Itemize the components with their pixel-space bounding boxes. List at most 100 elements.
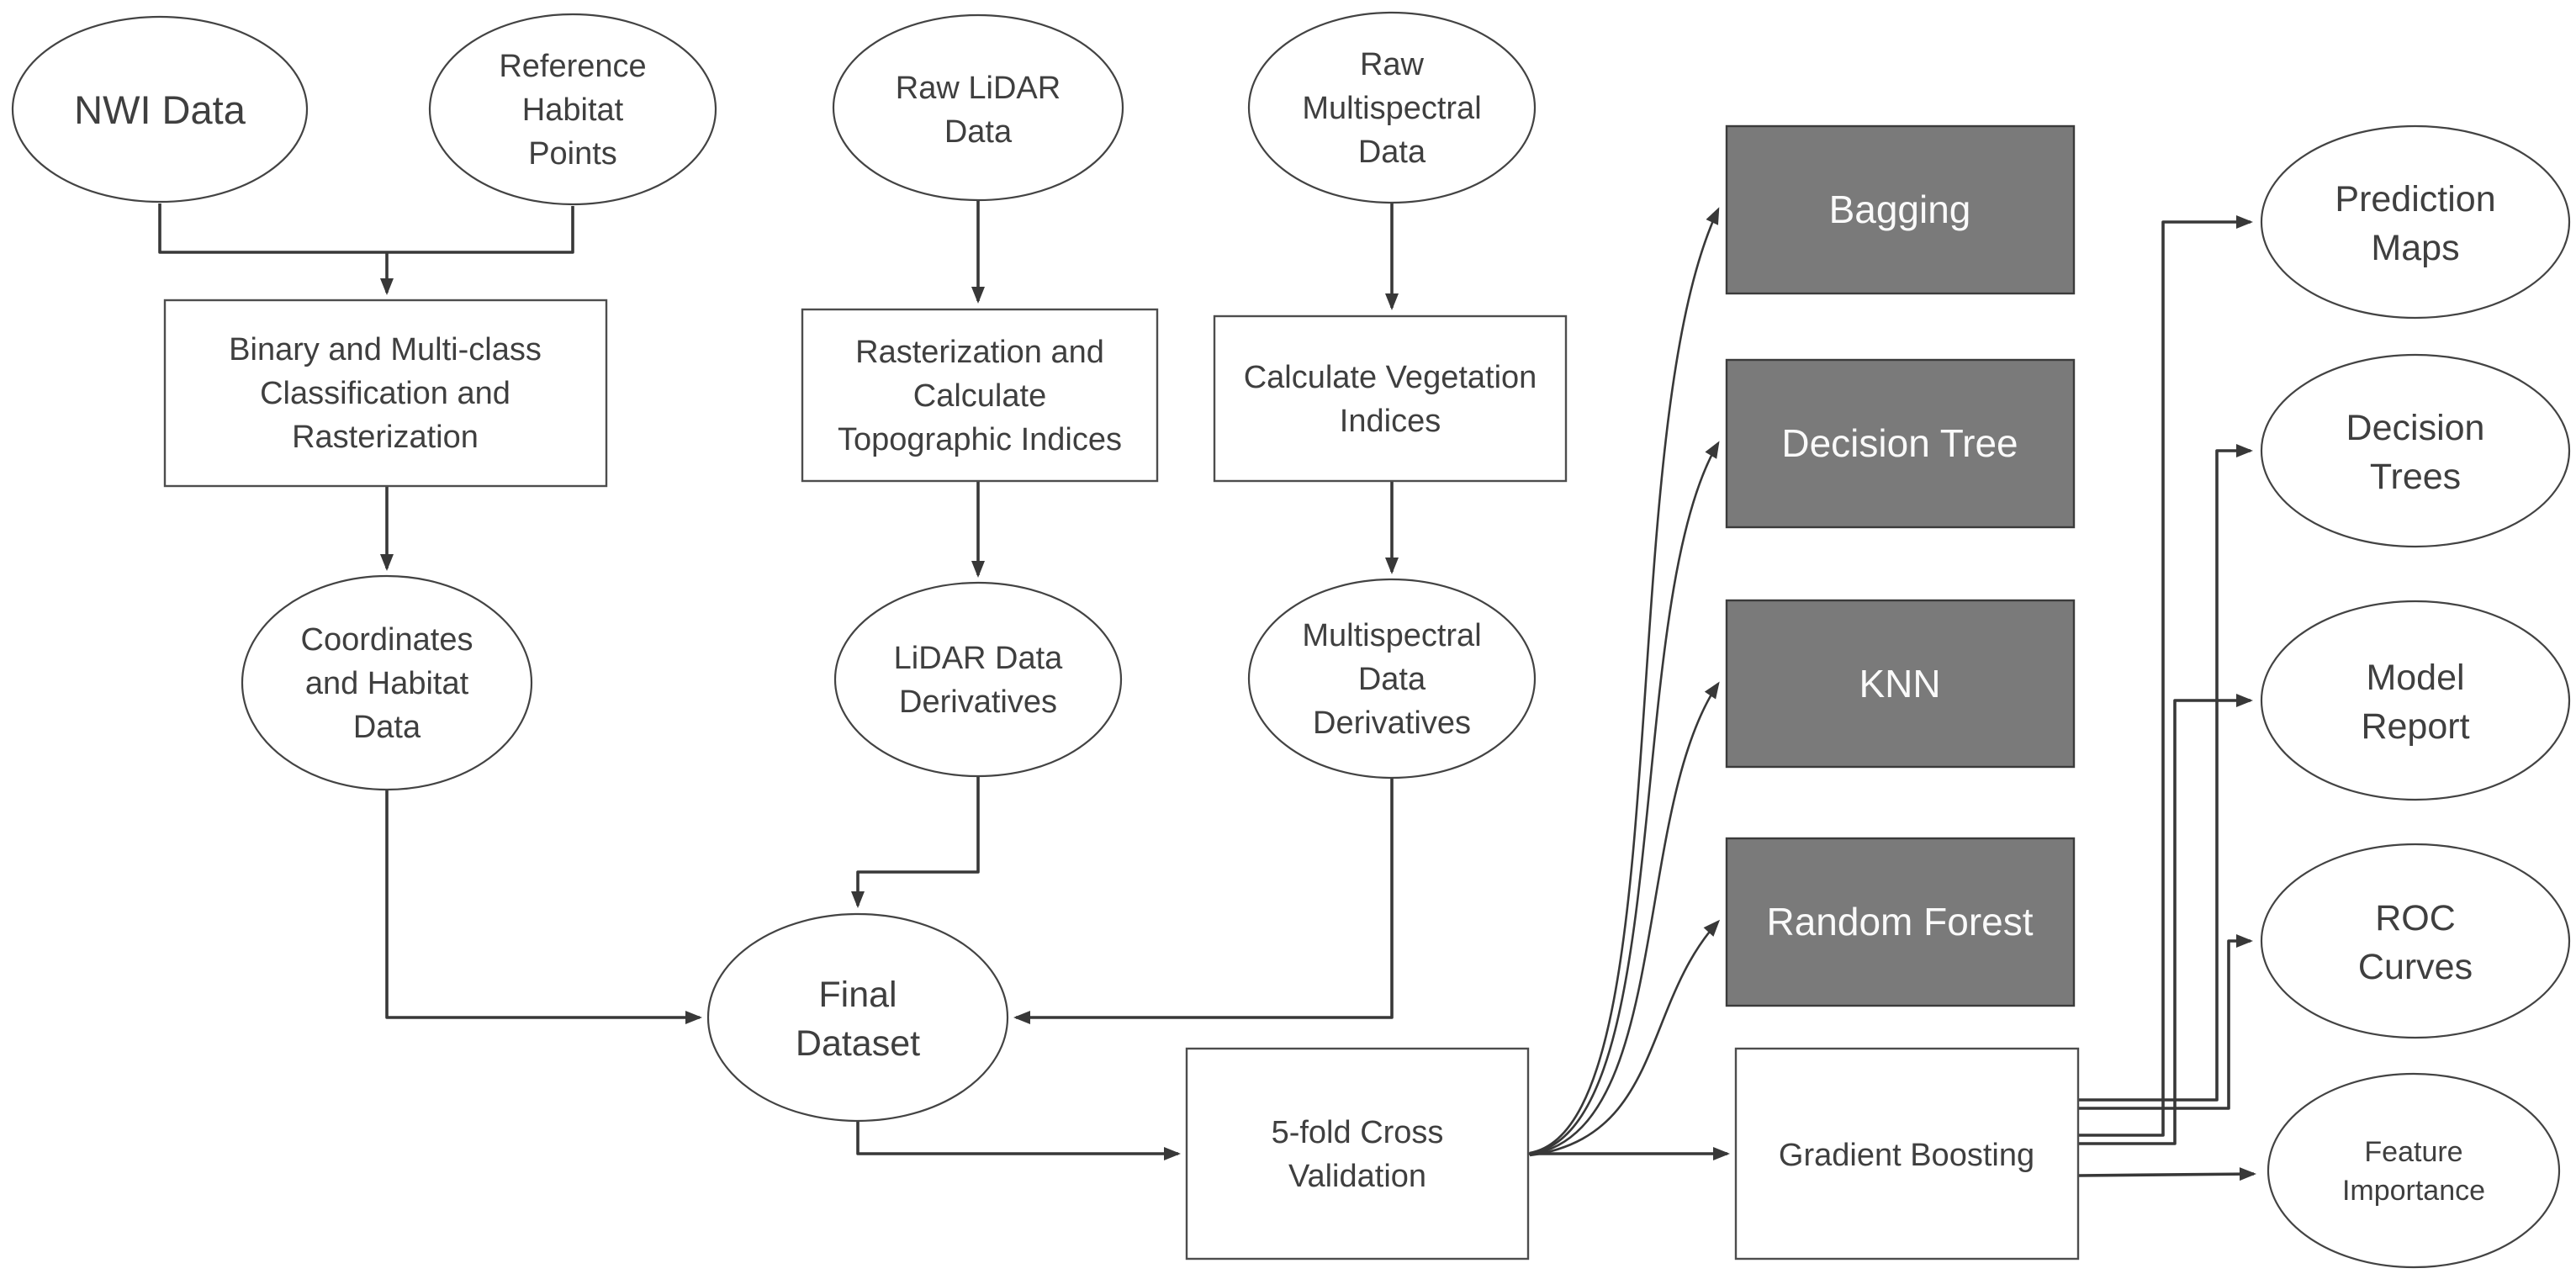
decision-tree-box xyxy=(1725,358,2076,529)
multispectral-derivatives-label: Multispectral xyxy=(1302,618,1481,653)
node-raw-multispectral-data: Raw Multispectral Data xyxy=(1247,11,1537,204)
lidar-derivatives-ellipse xyxy=(833,581,1123,778)
svg-text:Data: Data xyxy=(1358,662,1426,697)
final-dataset-ellipse xyxy=(706,912,1009,1123)
svg-text:Curves: Curves xyxy=(2358,947,2473,987)
model-report-label: Model xyxy=(2366,658,2464,698)
edge-lidarderiv-to-final xyxy=(851,776,980,908)
raw-multispectral-data-label: Raw xyxy=(1360,47,1425,82)
multispectral-derivatives-ellipse xyxy=(1247,578,1537,780)
edge-gboost-to-roc-curves xyxy=(2078,934,2253,1110)
svg-text:Dataset: Dataset xyxy=(796,1023,920,1064)
svg-text:Multispectral: Multispectral xyxy=(1302,91,1481,126)
raw-lidar-data-label: Raw LiDAR xyxy=(896,71,1061,106)
node-nwi-data: NWI Data xyxy=(11,15,309,203)
feature-importance-label: Feature xyxy=(2364,1136,2462,1168)
nwi-data-ellipse xyxy=(11,15,309,203)
prediction-maps-label: Prediction xyxy=(2335,179,2495,219)
calculate-vegetation-label: Calculate Vegetation xyxy=(1244,360,1537,395)
cross-validation-box xyxy=(1185,1047,1530,1261)
node-rasterization-topographic-indices: Rasterization and Calculate Topographic … xyxy=(801,308,1159,483)
node-5-fold-cross-validation: 5-fold Cross Validation xyxy=(1185,1047,1530,1261)
svg-text:and Habitat: and Habitat xyxy=(305,666,469,701)
svg-text:Indices: Indices xyxy=(1340,404,1441,439)
edge-cv-to-decision-tree xyxy=(1529,441,1720,1155)
gradient-boosting-box xyxy=(1734,1047,2080,1261)
calculate-vegetation-box xyxy=(1213,314,1568,483)
node-gradient-boosting: Gradient Boosting xyxy=(1734,1047,2080,1261)
edges-layer xyxy=(158,200,2256,1181)
node-multispectral-data-derivatives: Multispectral Data Derivatives xyxy=(1247,578,1537,780)
svg-text:Topographic Indices: Topographic Indices xyxy=(838,422,1122,457)
edge-multideriv-to-final xyxy=(1013,778,1394,1024)
svg-text:Classification and: Classification and xyxy=(260,376,510,411)
edge-cv-to-random-forest xyxy=(1529,919,1721,1157)
node-bagging: Bagging xyxy=(1725,124,2076,295)
gradient-boosting-label: Gradient Boosting xyxy=(1779,1138,2034,1173)
reference-habitat-points-label: Reference xyxy=(499,49,646,84)
rasterization-topographic-label: Rasterization and xyxy=(855,335,1104,370)
edge-gboost-to-feature-importance xyxy=(2077,1167,2256,1181)
node-random-forest: Random Forest xyxy=(1725,837,2076,1007)
node-decision-tree: Decision Tree xyxy=(1725,358,2076,529)
edge-gboost-to-prediction-maps xyxy=(2078,215,2253,1137)
binary-multiclass-label: Binary and Multi-class xyxy=(229,332,542,367)
svg-text:Maps: Maps xyxy=(2371,228,2459,268)
feature-importance-ellipse xyxy=(2267,1072,2561,1269)
node-knn: KNN xyxy=(1725,599,2076,769)
roc-curves-ellipse xyxy=(2260,843,2571,1039)
random-forest-label: Random Forest xyxy=(1766,900,2033,943)
knn-label: KNN xyxy=(1859,662,1940,706)
edge-final-to-cv xyxy=(856,1121,1181,1160)
svg-text:Trees: Trees xyxy=(2370,457,2461,497)
node-prediction-maps: Prediction Maps xyxy=(2260,124,2571,320)
edge-gboost-to-model-report xyxy=(2078,694,2253,1145)
decision-trees-label: Decision xyxy=(2346,408,2485,448)
binary-multiclass-box xyxy=(163,299,608,488)
cross-validation-label: 5-fold Cross xyxy=(1272,1115,1444,1150)
node-coordinates-habitat-data: Coordinates and Habitat Data xyxy=(241,574,533,791)
final-dataset-label: Final xyxy=(818,975,897,1015)
coordinates-habitat-ellipse xyxy=(241,574,533,791)
svg-text:Rasterization: Rasterization xyxy=(292,420,479,455)
decision-tree-label: Decision Tree xyxy=(1781,421,2018,465)
knn-box xyxy=(1725,599,2076,769)
edge-gboost-to-decision-trees xyxy=(2078,444,2253,1102)
edge-cv-to-bagging xyxy=(1529,207,1720,1155)
decision-trees-ellipse xyxy=(2260,353,2571,548)
svg-text:Importance: Importance xyxy=(2342,1175,2485,1207)
rasterization-topographic-box xyxy=(801,308,1159,483)
node-feature-importance: Feature Importance xyxy=(2267,1072,2561,1269)
node-binary-multiclass-classification: Binary and Multi-class Classification an… xyxy=(163,299,608,488)
edge-coordinates-to-final xyxy=(385,790,702,1024)
model-report-ellipse xyxy=(2260,600,2571,801)
nwi-data-label: NWI Data xyxy=(74,87,246,132)
svg-text:Calculate: Calculate xyxy=(913,378,1046,414)
node-final-dataset: Final Dataset xyxy=(706,912,1009,1123)
random-forest-box xyxy=(1725,837,2076,1007)
svg-text:Data: Data xyxy=(1358,135,1426,170)
svg-text:Data: Data xyxy=(353,710,421,745)
svg-text:Habitat: Habitat xyxy=(522,92,624,128)
svg-text:Points: Points xyxy=(528,136,617,172)
edge-nwi-refhab-merge xyxy=(158,203,574,254)
node-lidar-data-derivatives: LiDAR Data Derivatives xyxy=(833,581,1123,778)
bagging-box xyxy=(1725,124,2076,295)
svg-text:Derivatives: Derivatives xyxy=(1313,706,1471,741)
svg-text:Report: Report xyxy=(2361,706,2469,747)
edge-cv-to-knn xyxy=(1529,681,1720,1156)
node-calculate-vegetation-indices: Calculate Vegetation Indices xyxy=(1213,314,1568,483)
reference-habitat-points-ellipse xyxy=(428,13,717,206)
node-reference-habitat-points: Reference Habitat Points xyxy=(428,13,717,206)
node-model-report: Model Report xyxy=(2260,600,2571,801)
roc-curves-label: ROC xyxy=(2375,898,2456,938)
lidar-derivatives-label: LiDAR Data xyxy=(894,641,1063,676)
node-roc-curves: ROC Curves xyxy=(2260,843,2571,1039)
svg-text:Data: Data xyxy=(944,114,1013,150)
node-raw-lidar-data: Raw LiDAR Data xyxy=(832,13,1124,202)
coordinates-habitat-label: Coordinates xyxy=(301,622,473,658)
node-decision-trees-output: Decision Trees xyxy=(2260,353,2571,548)
prediction-maps-ellipse xyxy=(2260,124,2571,320)
svg-text:Validation: Validation xyxy=(1288,1159,1426,1194)
